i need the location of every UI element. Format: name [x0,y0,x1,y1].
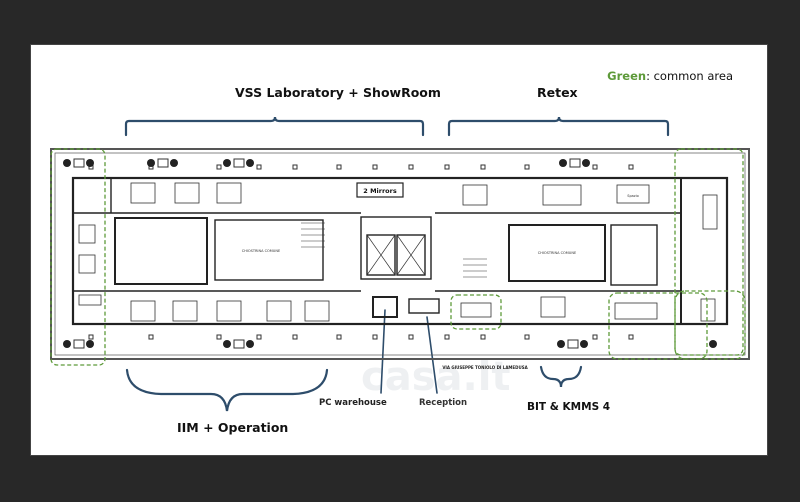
legend-key: Green [607,69,647,83]
bracket-iim [125,368,329,412]
floor-plan: casa.it [50,116,750,412]
label-core-right: CHIOSTRINA COMUNE [538,251,576,255]
legend-text: : common area [646,69,733,83]
bracket-vss [124,116,425,137]
watermark: casa.it [361,354,511,400]
bracket-retex [447,116,670,137]
bracket-bit [539,365,583,388]
elevators [366,234,426,276]
interior-walls [73,178,682,324]
common-area-left [50,148,106,366]
common-areas [50,148,746,366]
label-mirrors: 2 Mirrors [363,187,397,195]
desk-clusters [78,182,718,322]
label-street: VIA GIUSEPPE TONIOLO DI LAMEDUSA [442,365,528,370]
area-label-vss: VSS Laboratory + ShowRoom [235,85,441,100]
area-label-bit: BIT & KMMS 4 [527,401,611,413]
building-outline [50,148,750,360]
callout-pc-warehouse: PC warehouse [319,398,387,408]
stairs [301,222,487,278]
common-area-meeting [450,294,502,330]
area-label-retex: Retex [537,85,578,100]
callout-reception: Reception [419,398,468,408]
columns [88,164,634,340]
common-area-bottom-right [608,292,708,360]
label-core-left: CHIOSTRINA COMUNE [242,249,280,253]
label-spazio: Spazio [627,194,639,198]
area-label-iim: IIM + Operation [177,420,289,435]
legend: Green: common area [607,69,733,83]
perimeter-units [63,158,717,349]
common-area-top-right [674,148,744,356]
slide: Green: common area VSS Laboratory + Show… [30,44,768,456]
